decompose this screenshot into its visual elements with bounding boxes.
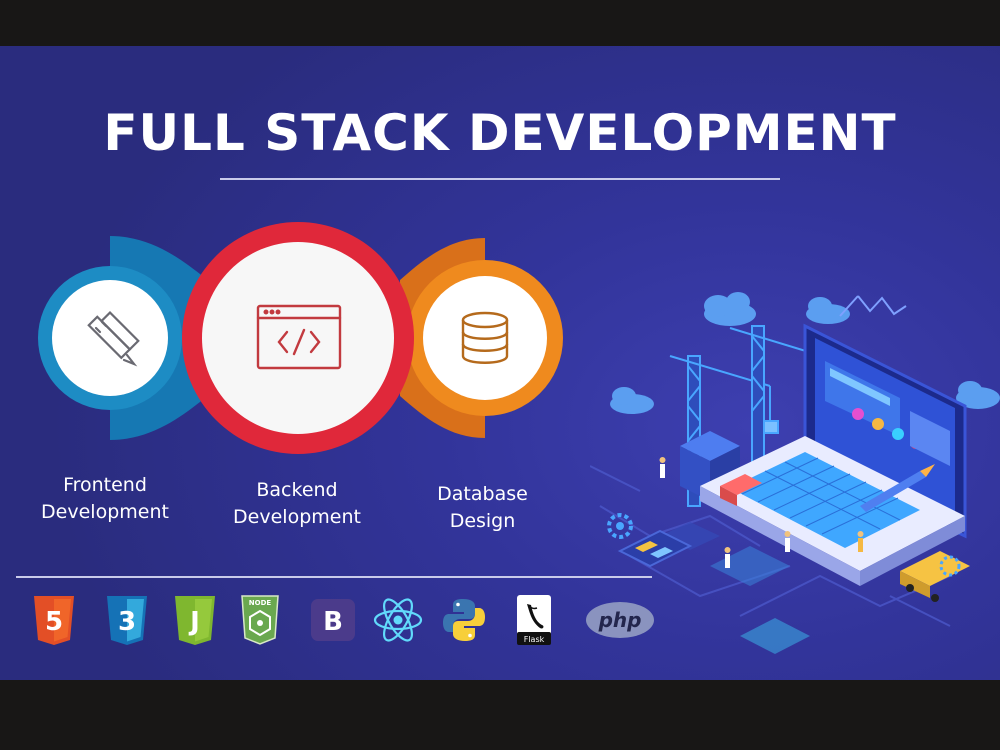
- css3-icon: 3: [107, 596, 147, 645]
- svg-text:php: php: [598, 608, 642, 632]
- worker-figure: [659, 457, 864, 568]
- truck-icon: [720, 474, 970, 602]
- laptop-keyboard: [700, 436, 965, 586]
- database-circle: [407, 260, 563, 416]
- flask-icon: Flask: [517, 595, 551, 645]
- laptop-screen: [803, 295, 967, 539]
- gear-icon: [607, 513, 961, 577]
- title-divider: [220, 178, 780, 180]
- database-label: Database Design: [437, 483, 528, 532]
- svg-text:NODE: NODE: [249, 599, 272, 607]
- html5-icon: 5: [34, 596, 74, 645]
- page-title: FULL STACK DEVELOPMENT: [103, 104, 897, 162]
- javascript-icon: J: [175, 596, 215, 645]
- laptop-construction-illustration: [590, 292, 1000, 654]
- python-icon: [443, 599, 485, 641]
- service-circles: [38, 222, 563, 454]
- bootstrap-icon: B: [311, 599, 355, 641]
- react-icon: [373, 598, 423, 642]
- pencil-ruler-icon: [87, 310, 140, 367]
- cloud-icon: [610, 292, 1000, 414]
- svg-text:Flask: Flask: [524, 635, 545, 644]
- banner: FULL STACK DEVELOPMENT: [0, 46, 1000, 680]
- database-icon: [461, 311, 509, 364]
- svg-text:J: J: [188, 607, 200, 637]
- frontend-label: Frontend Development: [41, 474, 169, 523]
- svg-text:5: 5: [45, 607, 63, 637]
- php-icon: php: [586, 602, 654, 638]
- svg-text:3: 3: [118, 607, 136, 637]
- bottom-divider: [16, 576, 652, 578]
- stylus-icon: [860, 464, 935, 512]
- phone-widget: [617, 529, 693, 568]
- code-window-icon: [256, 304, 342, 370]
- nodejs-icon: NODE: [241, 595, 279, 645]
- frontend-circle: [38, 266, 182, 410]
- svg-text:B: B: [323, 607, 343, 637]
- backend-label: Backend Development: [233, 479, 361, 528]
- backend-circle: [182, 222, 414, 454]
